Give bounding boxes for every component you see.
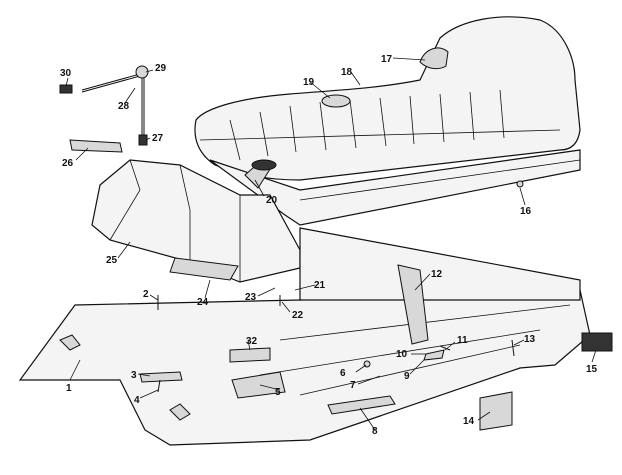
chassis-pan [18,227,591,446]
callout-9: 9 [404,371,410,382]
latch [423,349,445,361]
hand-hold-left [59,334,81,351]
callout-15: 15 [586,364,598,375]
callout-11: 11 [457,335,468,346]
mounting-strip [69,139,123,153]
seat-assembly [194,16,581,226]
callout-14: 14 [463,416,475,427]
callout-6: 6 [340,368,346,379]
callout-24: 24 [197,297,209,308]
callout-5: 5 [275,387,281,398]
hand-hold-front [169,403,191,421]
callout-12: 12 [431,269,443,280]
corner-bracket [479,391,513,431]
callout-20: 20 [266,195,278,206]
callout-2: 2 [143,289,149,300]
callout-23: 23 [245,292,257,303]
callout-10: 10 [396,349,408,360]
callout-17: 17 [381,54,393,65]
rub-strip [327,395,396,415]
fuel-gauge-assembly [59,65,149,146]
callout-26: 26 [62,158,74,169]
callout-3: 3 [131,370,137,381]
callout-28: 28 [118,101,130,112]
callout-32: 32 [246,336,258,347]
fuel-cap [251,159,277,171]
callout-8: 8 [372,426,378,437]
seat-screw [516,180,524,188]
side-rail [139,371,183,383]
seat-emblem [321,94,351,108]
fuel-tank [91,159,301,283]
callout-16: 16 [520,206,532,217]
callout-22: 22 [292,310,304,321]
callout-labels: 1 2 3 4 5 6 7 8 9 10 11 12 13 14 15 16 1… [60,54,598,437]
leader-lines [65,57,597,431]
trim-section [231,371,286,399]
gauge-end-fitting [59,84,73,94]
gauge-float [138,134,148,146]
callout-13: 13 [524,334,536,345]
tank-pad [169,257,239,281]
callout-21: 21 [314,280,326,291]
callout-18: 18 [341,67,353,78]
callout-4: 4 [134,395,140,406]
retaining-strap [397,264,429,345]
callout-7: 7 [350,380,356,391]
seat-handle [419,47,449,70]
callout-27: 27 [152,133,164,144]
callout-29: 29 [155,63,167,74]
callout-19: 19 [303,77,315,88]
rear-reflector [581,332,613,352]
decal-plate [229,347,271,363]
callout-25: 25 [106,255,118,266]
callout-30: 30 [60,68,72,79]
callout-1: 1 [66,383,72,394]
